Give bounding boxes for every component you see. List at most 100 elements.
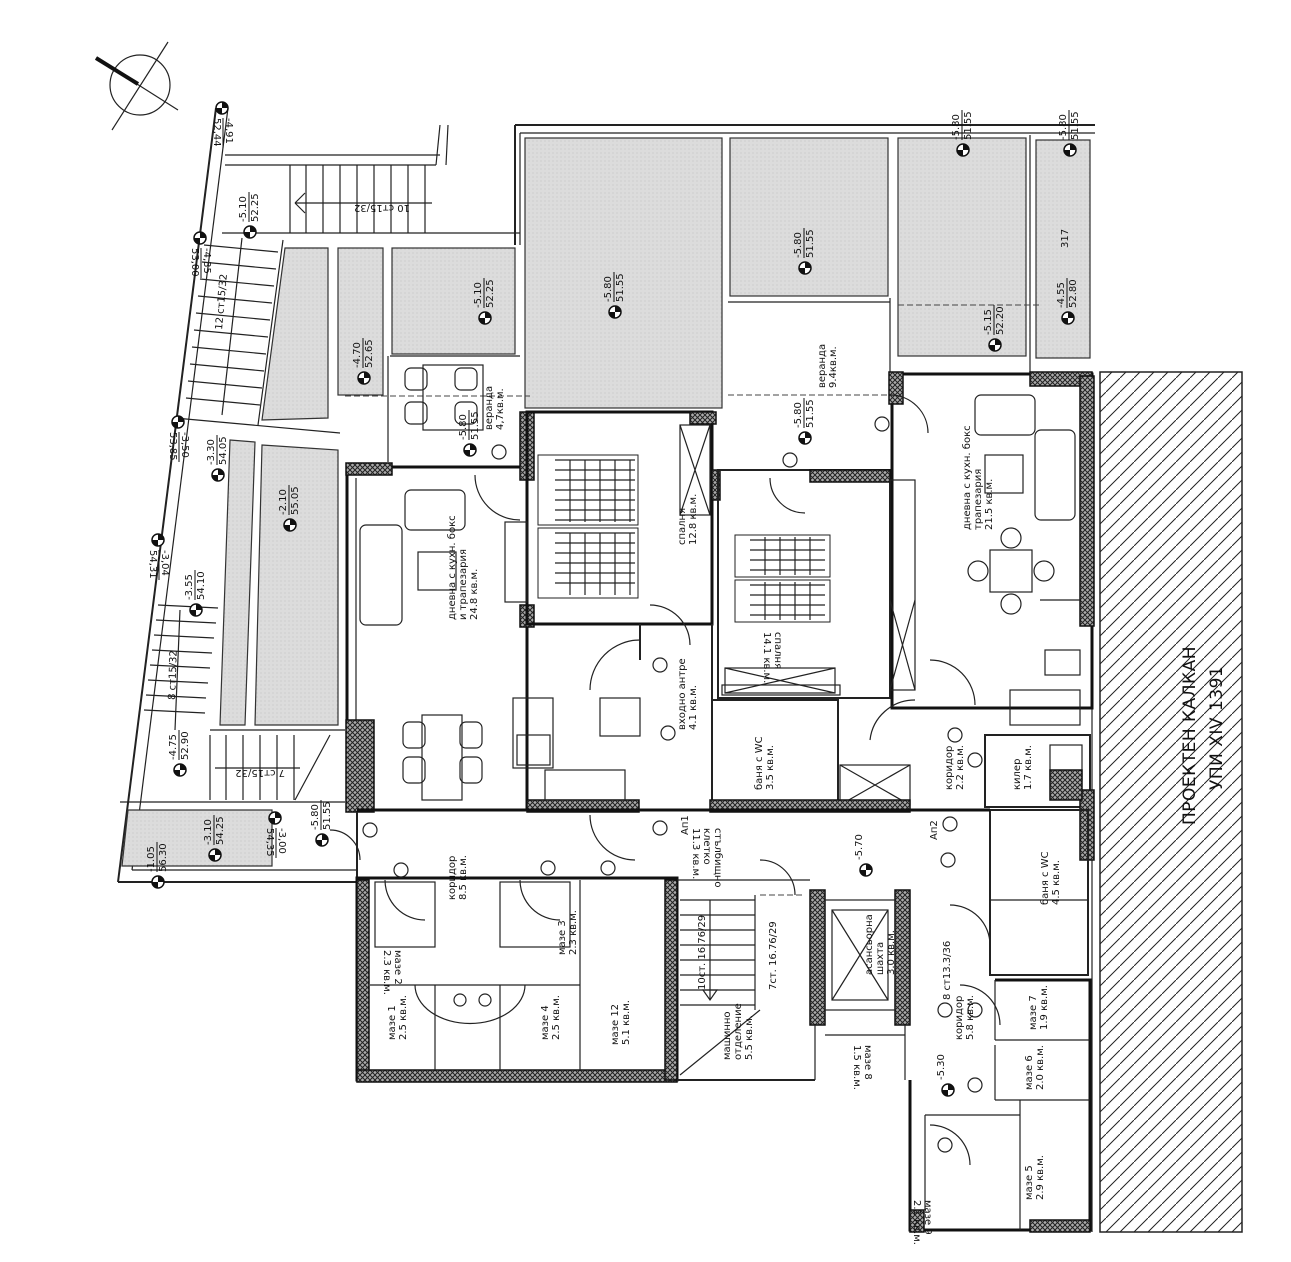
- planter: [121, 809, 273, 867]
- planter: [261, 247, 329, 421]
- bed-icon: [734, 534, 831, 623]
- sofa-icon: [359, 489, 528, 626]
- room-label-line: коридор: [944, 746, 955, 790]
- room-label: веранда4,7кв.м.: [484, 386, 506, 430]
- room-label: машинноотделение5.5 кв.м.: [722, 1003, 755, 1060]
- apartment-2-walls: [888, 371, 1095, 976]
- level-absolute: 51.55: [615, 273, 626, 302]
- level-absolute: 51.55: [1070, 111, 1081, 140]
- room-label-line: 21.5 кв.м.: [984, 479, 995, 530]
- boundary-label: ПРОЕКТЕН КАЛКАН: [1180, 646, 1200, 825]
- room-label-line: асансьорна: [864, 914, 875, 975]
- stair-label: 7ст. 16.76/29: [768, 921, 779, 990]
- level-relative: -3.10: [203, 819, 214, 845]
- room-label-line: мазе 9: [922, 1200, 933, 1235]
- veranda-table: [404, 364, 484, 431]
- room-label-line: баня с WC: [1040, 851, 1051, 905]
- room-label-line: трапезария: [973, 469, 984, 530]
- level-relative: -3,04: [159, 550, 170, 576]
- room-label: мазе 81.5 кв.м.: [851, 1045, 873, 1090]
- room-label: мазе 71.9 кв.м.: [1028, 985, 1050, 1030]
- room-label: килер1.7 кв.м.: [1012, 745, 1034, 790]
- room-label: мазе 52.9 кв.м.: [1024, 1155, 1046, 1200]
- room-label-line: мазе 6: [1024, 1055, 1035, 1090]
- room-label-line: 2.5 кв.м.: [551, 995, 562, 1040]
- level-relative: -5.80: [951, 114, 962, 140]
- level-absolute: 51.55: [805, 399, 816, 428]
- level-relative: -3.55: [184, 574, 195, 600]
- room-label-line: 9.4кв.м.: [828, 346, 839, 388]
- room-label-line: 12.8 кв.м.: [688, 494, 699, 545]
- room-label: дневна с кухн. бокси трапезария24.8 кв.м…: [447, 515, 480, 620]
- room-label-line: мазе 5: [1024, 1165, 1035, 1200]
- dining-table-icon: [967, 527, 1055, 615]
- level-marker: -5.30: [936, 1054, 955, 1097]
- level-relative: -3.30: [206, 439, 217, 465]
- level-relative: -5.80: [603, 276, 614, 302]
- room-label: коридор8.5 кв.м.: [447, 855, 469, 900]
- labels-layer: веранда4,7кв.м. дневна с кухн. бокси трап…: [146, 101, 1227, 1245]
- level-relative: -2.10: [278, 489, 289, 515]
- room-label-line: стълбищно: [712, 828, 723, 888]
- stair-label: 8 ст13.3/36: [942, 941, 953, 1000]
- level-relative: -5.80: [310, 804, 321, 830]
- level-marker: -5.70: [854, 834, 873, 877]
- level-relative: -5.10: [473, 282, 484, 308]
- planter: [337, 247, 384, 396]
- room-label-line: 2.3 кв.м.: [568, 910, 579, 955]
- stair-label: 7 ст15/32: [235, 767, 285, 778]
- room-label-line: 2.3 кв.м.: [381, 950, 392, 995]
- dimension-note: 317: [1060, 229, 1071, 248]
- level-absolute: 52.20: [995, 306, 1006, 335]
- stair-label: 10 ст15/32: [354, 202, 410, 213]
- stair-left-12: [174, 237, 341, 434]
- room-label-line: и трапезария: [458, 549, 469, 620]
- level-absolute: 52.65: [364, 339, 375, 368]
- level-relative: -4.55: [1056, 282, 1067, 308]
- plot-label: УПИ XIV 1391: [1207, 666, 1227, 790]
- room-label-line: спалня: [677, 508, 688, 545]
- level-relative: -3,50: [179, 432, 190, 458]
- room-label: мазе 22.3 кв.м.: [381, 950, 403, 995]
- room-label-line: 11.3 кв.м.: [690, 828, 701, 879]
- level-absolute: 52.25: [250, 193, 261, 222]
- room-label-line: 3.5 кв.м.: [765, 745, 776, 790]
- level-absolute: 54.10: [196, 571, 207, 600]
- room-label-line: коридор: [447, 856, 458, 900]
- room-label-line: 3.0 кв.м.: [886, 930, 897, 975]
- room-label-line: входно антре: [677, 658, 688, 730]
- room-label: входно антре4.1 кв.м.: [677, 658, 699, 730]
- level-absolute: 53,85: [167, 432, 178, 461]
- room-label: мазе 12.5 кв.м.: [387, 995, 409, 1040]
- room-label-line: коридор: [954, 996, 965, 1040]
- level-relative: -5.30: [936, 1054, 947, 1080]
- room-label-line: 1.5 кв.м.: [851, 1045, 862, 1090]
- room-label: мазе 42.5 кв.м.: [540, 995, 562, 1040]
- door-swings: [329, 394, 1001, 1166]
- room-label: коридор2.2 кв.м.: [944, 745, 966, 790]
- level-absolute: 52,44: [211, 118, 222, 147]
- level-relative: -4.75: [168, 734, 179, 760]
- room-label: дневна с кухн. бокстрапезария21.5 кв.м.: [962, 425, 995, 530]
- level-absolute: 51.55: [470, 411, 481, 440]
- room-label-line: килер: [1012, 759, 1023, 790]
- room-label-line: машинно: [722, 1011, 733, 1060]
- level-absolute: 53,00: [189, 248, 200, 277]
- room-label-line: мазе 8: [862, 1045, 873, 1080]
- level-relative: -4,35: [201, 248, 212, 274]
- room-label-line: шахта: [875, 942, 886, 975]
